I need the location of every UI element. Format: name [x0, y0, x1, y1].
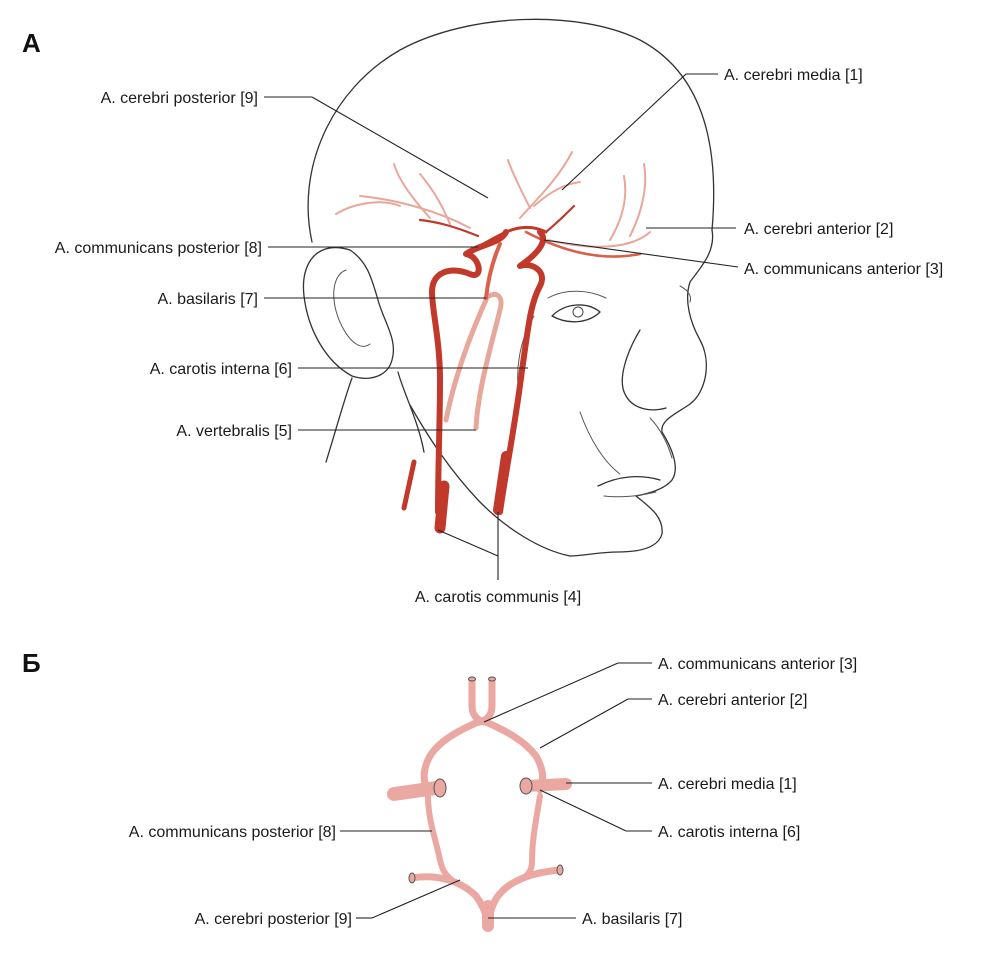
jaw-line [409, 404, 571, 557]
panel-a: А [22, 18, 943, 606]
label-a-cerebri-posterior: A. cerebri posterior [9] [101, 90, 258, 107]
mouth [597, 476, 661, 487]
label-a-vertebralis: A. vertebralis [5] [176, 423, 292, 440]
middle-cerebral-right-b [520, 778, 572, 792]
neck-back [325, 377, 353, 463]
label-b-communicans-anterior: A. communicans anterior [3] [658, 656, 857, 673]
label-b-cerebri-posterior: A. cerebri posterior [9] [195, 911, 352, 928]
face-profile [569, 229, 714, 557]
leaders-a [264, 73, 739, 580]
basilar-artery [484, 242, 502, 300]
nose [621, 329, 667, 411]
panel-a-letter: А [22, 28, 41, 58]
label-b-communicans-posterior: A. communicans posterior [8] [129, 824, 336, 841]
label-a-carotis-communis: A. carotis communis [4] [415, 589, 581, 606]
vertebral-artery [473, 292, 504, 431]
arteries-a [335, 151, 651, 534]
label-a-cerebri-anterior: A. cerebri anterior [2] [744, 221, 893, 238]
labels-a: A. cerebri posterior [9] A. communicans … [55, 67, 943, 606]
head-drawing [302, 18, 715, 557]
panel-b-letter: Б [22, 648, 41, 678]
label-a-basilaris: A. basilaris [7] [158, 291, 258, 308]
leaders-b [340, 662, 652, 919]
middle-cerebral-left-b [387, 781, 443, 801]
eye [551, 304, 601, 323]
label-b-cerebri-media: A. cerebri media [1] [658, 776, 797, 793]
anterior-cerebral-b [420, 718, 482, 794]
label-b-carotis-interna: A. carotis interna [6] [658, 824, 800, 841]
head-outline [307, 18, 715, 243]
label-a-cerebri-media: A. cerebri media [1] [724, 67, 863, 84]
internal-carotid-artery [429, 229, 509, 515]
ear [302, 247, 394, 379]
circle-of-willis [387, 676, 572, 932]
panel-b: Б [22, 648, 857, 932]
label-a-carotis-interna: A. carotis interna [6] [150, 361, 292, 378]
label-a-communicans-posterior: A. communicans posterior [8] [55, 240, 262, 257]
posterior-communicating-b [425, 793, 455, 883]
labels-b: A. communicans anterior [3] A. cerebri a… [129, 656, 857, 928]
common-carotid-artery [434, 480, 450, 534]
label-b-cerebri-anterior: A. cerebri anterior [2] [658, 692, 807, 709]
label-a-communicans-anterior: A. communicans anterior [3] [744, 261, 943, 278]
label-b-basilaris: A. basilaris [7] [582, 911, 682, 928]
posterior-cerebral-b [408, 873, 492, 926]
